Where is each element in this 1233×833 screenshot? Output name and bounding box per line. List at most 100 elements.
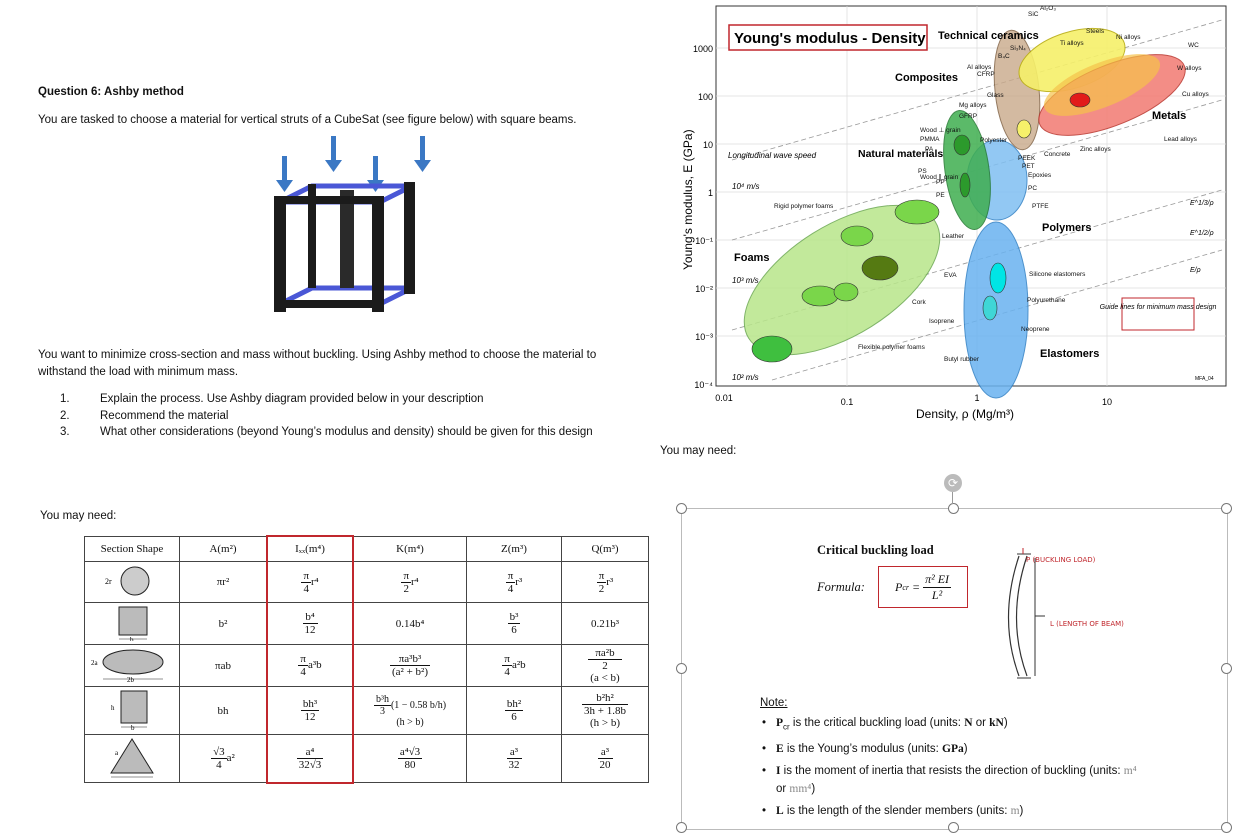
resize-handle[interactable] <box>676 663 687 674</box>
table-header: K(m⁴) <box>352 535 467 562</box>
svg-text:10⁴ m/s: 10⁴ m/s <box>732 182 759 191</box>
svg-text:b: b <box>131 724 135 731</box>
svg-text:PC: PC <box>1028 185 1037 192</box>
ytick: 100 <box>698 92 713 102</box>
svg-text:PEEK: PEEK <box>1018 155 1036 162</box>
svg-text:E/ρ: E/ρ <box>1190 267 1201 274</box>
svg-text:CFRP: CFRP <box>977 71 995 78</box>
svg-text:Zinc alloys: Zinc alloys <box>1080 146 1111 153</box>
you-may-need-left: You may need: <box>40 510 117 522</box>
question-task: You want to minimize cross-section and m… <box>38 349 597 378</box>
svg-text:b: b <box>130 636 134 641</box>
list-item: •L is the length of the slender members … <box>762 805 1024 818</box>
svg-text:MFA_04: MFA_04 <box>1195 376 1214 382</box>
table-cell: b² <box>179 602 268 645</box>
guide-text: Guide lines for minimum mass design <box>1100 304 1217 311</box>
svg-text:Rigid polymer foams: Rigid polymer foams <box>774 203 834 210</box>
resize-handle[interactable] <box>948 503 959 514</box>
svg-text:2a: 2a <box>91 659 99 667</box>
svg-text:Al alloys: Al alloys <box>967 64 992 71</box>
svg-text:Steels: Steels <box>1086 28 1105 35</box>
family-label: Natural materials <box>858 148 943 160</box>
table-cell: πr² <box>179 561 268 603</box>
ashby-ylabel: Young's modulus, E (GPa) <box>681 129 695 270</box>
rotate-handle-stem <box>952 492 953 504</box>
svg-text:E^1/3/ρ: E^1/3/ρ <box>1190 200 1214 207</box>
svg-text:Wood ∥ grain: Wood ∥ grain <box>920 173 959 181</box>
svg-text:Cork: Cork <box>912 299 926 306</box>
svg-text:PE: PE <box>936 192 945 199</box>
table-header: Z(m³) <box>466 535 562 562</box>
svg-text:W alloys: W alloys <box>1177 65 1202 72</box>
svg-text:Al₂O₃: Al₂O₃ <box>1040 5 1056 12</box>
table-cell: πa³b³(a² + b²) <box>352 644 467 687</box>
svg-text:PP: PP <box>936 179 945 186</box>
table-cell: bh <box>179 686 268 735</box>
section-properties-table: Section Shape A(m²) Iₓₓ(m⁴) K(m⁴) Z(m³) … <box>84 535 649 784</box>
svg-text:WC: WC <box>1188 42 1199 49</box>
table-header: Iₓₓ(m⁴) <box>266 535 354 562</box>
ytick: 1 <box>708 188 713 198</box>
table-header: Section Shape <box>84 535 180 562</box>
ashby-title: Young's modulus - Density <box>734 30 926 47</box>
resize-handle[interactable] <box>1221 663 1232 674</box>
svg-text:PS: PS <box>918 168 927 175</box>
table-cell: 0.14b⁴ <box>352 602 467 645</box>
list-item: 1.Explain the process. Use Ashby diagram… <box>60 393 484 405</box>
resize-handle[interactable] <box>1221 822 1232 833</box>
buckling-title: Critical buckling load <box>817 543 934 557</box>
beam-length-label: L (LENGTH OF BEAM) <box>1050 620 1124 628</box>
svg-text:Ni alloys: Ni alloys <box>1116 34 1141 41</box>
svg-text:Epoxies: Epoxies <box>1028 172 1052 179</box>
family-label: Elastomers <box>1040 348 1099 360</box>
svg-text:Cu alloys: Cu alloys <box>1182 91 1209 98</box>
list-item: 2.Recommend the material <box>60 409 229 422</box>
table-cell: 0.21b³ <box>561 602 649 645</box>
buckling-beam-sketch: P (BUCKLING LOAD) L (LENGTH OF BEAM) <box>1007 548 1124 679</box>
table-header: Q(m³) <box>561 535 649 562</box>
table-cell: πab <box>179 644 268 687</box>
svg-text:PMMA: PMMA <box>920 136 940 143</box>
svg-text:Polyurethane: Polyurethane <box>1027 297 1066 304</box>
svg-text:h: h <box>111 704 115 712</box>
formula-label: Formula: <box>817 580 865 594</box>
svg-text:Mg alloys: Mg alloys <box>959 102 987 109</box>
notes-list: •Pcr is the critical buckling load (unit… <box>762 712 1202 822</box>
svg-text:2b: 2b <box>127 676 135 683</box>
family-label: Composites <box>895 72 958 84</box>
xtick: 0.1 <box>841 397 854 407</box>
svg-text:Silicone elastomers: Silicone elastomers <box>1029 271 1086 278</box>
resize-handle[interactable] <box>1221 503 1232 514</box>
svg-text:Leather: Leather <box>942 233 965 240</box>
cubesat-figure <box>274 136 431 312</box>
resize-handle[interactable] <box>948 822 959 833</box>
xtick: 0.01 <box>715 393 733 403</box>
rotate-handle-icon[interactable]: ⟳ <box>944 474 962 492</box>
family-label: Foams <box>734 252 769 264</box>
resize-handle[interactable] <box>676 822 687 833</box>
svg-text:E^1/2/ρ: E^1/2/ρ <box>1190 230 1214 237</box>
resize-handle[interactable] <box>676 503 687 514</box>
list-item: 3.What other considerations (beyond Youn… <box>60 426 593 438</box>
shape-square: b <box>84 602 180 645</box>
family-label: Metals <box>1152 110 1186 122</box>
list-item: •E is the Young’s modulus (units: GPa) <box>762 743 968 756</box>
list-item: •Pcr is the critical buckling load (unit… <box>762 717 1008 732</box>
